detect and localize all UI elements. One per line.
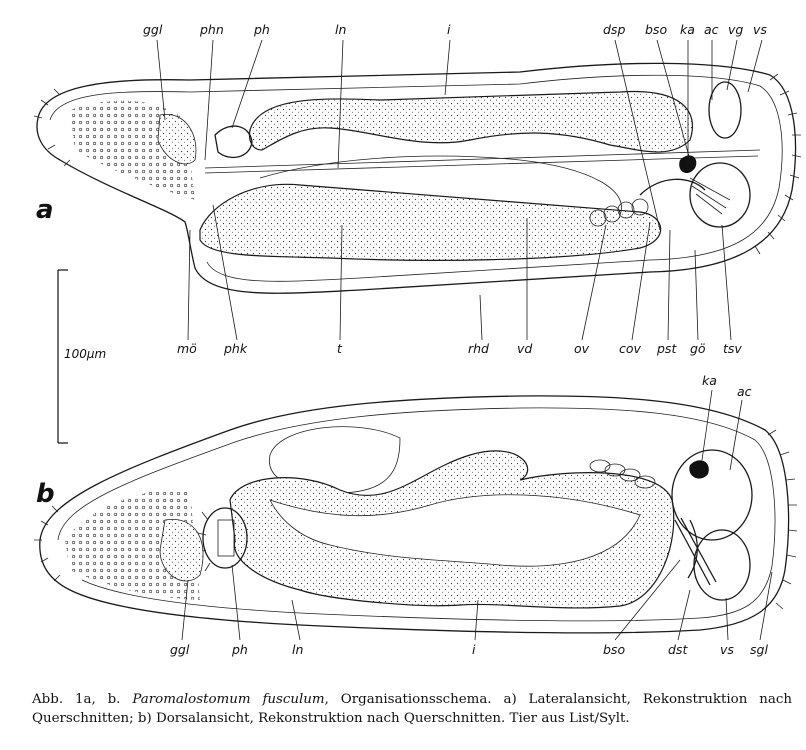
organisation-diagram: 100µm a b ggl phn ph ln i dsp bso ka ac … (33, 22, 802, 657)
ganglion-b (159, 518, 204, 582)
label-mo: mö (177, 341, 197, 356)
copulatory-organ-a (639, 81, 751, 228)
label-rhd: rhd (468, 341, 489, 356)
intestine-inner-b (269, 494, 641, 567)
label-bso-b: bso (603, 642, 625, 657)
label-vg: vg (728, 22, 743, 37)
ganglion-a (157, 114, 197, 165)
caption-text: , Organisationsschema. a) Lateralansicht… (32, 692, 792, 726)
panel-label-b: b (36, 479, 55, 509)
label-dst: dst (668, 642, 688, 657)
caption-prefix: Abb. 1a, b. (32, 692, 133, 707)
body-outline-a (36, 62, 797, 294)
body-inner-a (49, 74, 783, 282)
pharynx-b (197, 507, 248, 572)
copulatory-organ-b (671, 449, 753, 601)
body-outline-b (39, 395, 790, 634)
cilia-left-b (34, 505, 61, 582)
label-vs-b: vs (720, 642, 734, 657)
cilia-right-a (754, 73, 802, 255)
label-ln-a: ln (335, 22, 346, 37)
figure-b-dorsal (34, 395, 798, 634)
labels-b-right: ka ac (702, 373, 752, 399)
nerve-ln-a (204, 149, 761, 169)
label-i-b: i (472, 642, 476, 657)
lumen-a (259, 155, 622, 216)
labels-b-bottom: ggl ph ln i bso dst vs sgl (170, 642, 768, 657)
label-ac-b: ac (737, 384, 752, 399)
body-inner-b (57, 407, 776, 622)
label-t: t (337, 341, 343, 356)
label-ka-b: ka (702, 373, 717, 388)
label-tsv: tsv (723, 341, 742, 356)
label-i-a: i (447, 22, 451, 37)
cilia-left-a (33, 88, 71, 167)
label-pst: pst (656, 341, 677, 356)
label-go: gö (690, 341, 706, 356)
label-ggl-a: ggl (143, 22, 163, 37)
ovary-b (589, 459, 656, 489)
label-phn: phn (199, 22, 224, 37)
label-cov: cov (619, 341, 642, 356)
label-ka-a: ka (680, 22, 695, 37)
label-ph-a: ph (253, 22, 270, 37)
figure-a-lateral (33, 62, 802, 294)
panel-label-a: a (36, 195, 54, 225)
caption-species: Paromalostomum fusculum (132, 692, 325, 707)
figure-caption: Abb. 1a, b. Paromalostomum fusculum, Org… (32, 690, 792, 728)
ovary-a (589, 198, 649, 227)
labels-a-top: ggl phn ph ln i dsp bso ka ac vg vs (143, 22, 767, 37)
cilia-right-b (767, 429, 798, 610)
labels-middle: mö phk t rhd vd ov cov pst gö tsv (177, 341, 742, 356)
intestine-a (248, 90, 694, 153)
anterior-gland-zone-b (65, 489, 200, 600)
label-dsp: dsp (603, 22, 625, 37)
label-vs-a: vs (753, 22, 767, 37)
leader-lines-a (156, 39, 763, 341)
label-ac-a: ac (704, 22, 719, 37)
label-vd: vd (517, 341, 532, 356)
label-ov: ov (574, 341, 590, 356)
lower-gut-a (199, 183, 662, 261)
label-sgl: sgl (750, 642, 768, 657)
scale-bar-label: 100µm (64, 347, 106, 361)
label-ph-b: ph (231, 642, 248, 657)
scale-bar: 100µm (57, 269, 106, 444)
label-ggl-b: ggl (170, 642, 190, 657)
leader-lines-b (181, 389, 773, 641)
label-bso-a: bso (645, 22, 667, 37)
pharynx-a (214, 125, 253, 159)
label-ln-b: ln (292, 642, 303, 657)
label-phk: phk (223, 341, 248, 356)
